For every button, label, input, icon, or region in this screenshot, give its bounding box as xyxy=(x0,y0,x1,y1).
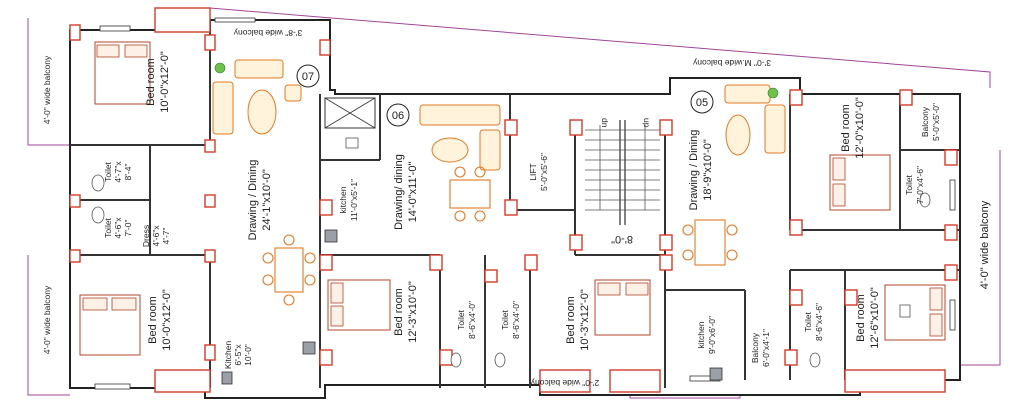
room-name: Bed room xyxy=(840,104,852,152)
room-name: Drawing/ dining xyxy=(393,154,405,230)
windows xyxy=(94,17,956,390)
balcony-label-left-bottom: 4'-0" wide balcony xyxy=(42,285,52,354)
interior-walls xyxy=(70,30,960,388)
stair-labels: dn up 8'-0" xyxy=(600,118,652,245)
balcony-label-right: 4'-0" wide balcony xyxy=(979,200,991,289)
stair-width-label: 8'-0" xyxy=(611,233,633,245)
room-name: Toilet xyxy=(500,309,510,329)
room-name: Toilet xyxy=(103,217,113,237)
room-size: 8'-6"x4'-0" xyxy=(511,301,521,339)
plants xyxy=(214,62,779,99)
room-size-2: 4'-7" xyxy=(161,228,171,245)
room-name: Dress xyxy=(141,225,151,247)
stair-dn-label: dn xyxy=(600,118,610,128)
room-size: 10'-3"x12'-0" xyxy=(579,289,591,351)
room-bed-bottom-left: Bed room 10'-0"x12'-0" xyxy=(147,289,173,351)
room-size: 6'-0"x4'-1" xyxy=(761,329,771,367)
room-name: kitchen xyxy=(696,321,706,348)
room-size: 8'-6"x4'-0" xyxy=(467,301,477,339)
room-size-2: 7'-0" xyxy=(123,220,133,237)
room-drawing-07: Drawing / Dining 24'-1"x10'-0" xyxy=(247,160,273,241)
room-size: 4'-7"x xyxy=(113,161,123,183)
room-name: Drawing / Dining xyxy=(688,130,700,211)
room-size: 9'-0"x6'-0" xyxy=(707,316,717,354)
room-size: 14'-0"x11'-0" xyxy=(407,162,419,223)
room-name: LIFT xyxy=(528,163,538,180)
room-size: 4'-6"x xyxy=(113,217,123,239)
room-kitchen-06: kitchen 11'-0"x5'-1" xyxy=(338,179,359,221)
room-name: kitchen xyxy=(338,186,348,213)
bed-furniture xyxy=(79,41,946,356)
balcony-label-top-left: 3'-8" wide balcony xyxy=(233,28,302,38)
room-name: Kitchen xyxy=(223,341,233,370)
balcony-label-left-top: 4'-0" wide balcony xyxy=(42,55,52,124)
room-name: Bed room xyxy=(147,296,159,344)
room-size: 10'-0"x12'-0" xyxy=(159,51,171,113)
room-drawing-06: Drawing/ dining 14'-0"x11'-0" xyxy=(393,154,419,230)
room-size-2: 10'-0" xyxy=(243,344,253,366)
flat-number-06: 06 xyxy=(386,103,410,127)
room-bed-05-top-right: Bed room 12'-0"x10'-0" xyxy=(840,97,866,159)
room-dress: Dress 4'-6"x 4'-7" xyxy=(141,225,171,247)
room-bed-05-bottom-right: Bed room 12'-6"x10'-0" xyxy=(855,287,881,349)
room-size: 8'-6"x4'-6" xyxy=(814,303,824,341)
room-name: Toilet xyxy=(803,311,813,331)
room-size: 4'-6"x xyxy=(151,225,161,247)
balcony-label-top-right: 3'-0" M.wide balcony xyxy=(692,58,771,68)
room-size: 24'-1"x10'-0" xyxy=(261,169,273,231)
room-size: 11'-0"x5'-1" xyxy=(349,179,359,221)
flat-number-06-text: 06 xyxy=(392,110,404,122)
room-size: 7'-0"x4'-6" xyxy=(915,166,925,204)
room-lift: LIFT 5'-0"x5'-6" xyxy=(528,153,549,191)
room-drawing-05: Drawing / Dining 18'-9"x10'-0" xyxy=(688,130,714,211)
room-size: 10'-0"x12'-0" xyxy=(161,289,173,351)
room-name: Bed room xyxy=(145,58,157,106)
room-size: 5'-0"x5'-6" xyxy=(539,153,549,191)
room-bed-top-left: Bed room 10'-0"x12'-0" xyxy=(145,51,171,113)
room-toilet-06b: Toilet 8'-6"x4'-0" xyxy=(500,301,521,339)
room-size-2: 8'-4" xyxy=(123,164,133,181)
balcony-labels: 3'-8" wide balcony 4'-0" wide balcony 4'… xyxy=(42,28,991,388)
kitchen-fixtures xyxy=(221,137,911,385)
room-name: Bed room xyxy=(855,294,867,342)
room-name: Balcony xyxy=(920,106,930,137)
room-size: 6'-5"x xyxy=(233,344,243,366)
room-bed-05a: Bed room 10'-3"x12'-0" xyxy=(565,289,591,351)
room-name: Bed room xyxy=(565,296,577,344)
flat-number-07: 07 xyxy=(296,64,320,88)
room-toilet-1: Toilet 4'-7"x 8'-4" xyxy=(103,161,133,183)
room-name: Bed room xyxy=(393,288,405,336)
room-toilet-06a: Toilet 8'-6"x4'-0" xyxy=(456,301,477,339)
room-bed-06: Bed room 12'-3"x10'-0" xyxy=(393,281,419,343)
room-toilet-05b: Toilet 8'-6"x4'-6" xyxy=(803,303,824,341)
room-name: Balcony xyxy=(750,332,760,363)
flat-number-05-text: 05 xyxy=(696,97,708,109)
room-size: 18'-9"x10'-0" xyxy=(702,139,714,201)
room-size: 12'-3"x10'-0" xyxy=(407,281,419,343)
room-name: Drawing / Dining xyxy=(247,160,259,241)
room-balcony-05: Balcony 5'-0"x5'-0" xyxy=(920,103,941,141)
room-size: 12'-6"x10'-0" xyxy=(869,287,881,349)
living-furniture xyxy=(212,59,786,171)
room-name: Toilet xyxy=(456,309,466,329)
room-name: Toilet xyxy=(904,174,914,194)
lift-shaft xyxy=(324,97,376,129)
stair-up-label: up xyxy=(642,118,652,128)
room-size: 12'-0"x10'-0" xyxy=(854,97,866,159)
room-kitchen-05: kitchen 9'-0"x6'-0" xyxy=(696,316,717,354)
room-balcony-bottom: Balcony 6'-0"x4'-1" xyxy=(750,329,771,367)
flat-number-05: 05 xyxy=(690,90,714,114)
room-kitchen-07: Kitchen 6'-5"x 10'-0" xyxy=(223,341,253,370)
room-name: Toilet xyxy=(103,161,113,181)
room-toilet-2: Toilet 4'-6"x 7'-0" xyxy=(103,217,133,239)
toilet-fixtures xyxy=(91,174,931,368)
balcony-label-bottom: 2'-0" wide balcony xyxy=(530,378,599,388)
room-size: 5'-0"x5'-0" xyxy=(931,103,941,141)
dining-furniture xyxy=(262,166,738,306)
staircase xyxy=(585,120,660,225)
columns xyxy=(69,7,958,393)
room-toilet-05: Toilet 7'-0"x4'-6" xyxy=(904,166,925,204)
flat-number-07-text: 07 xyxy=(302,71,314,83)
